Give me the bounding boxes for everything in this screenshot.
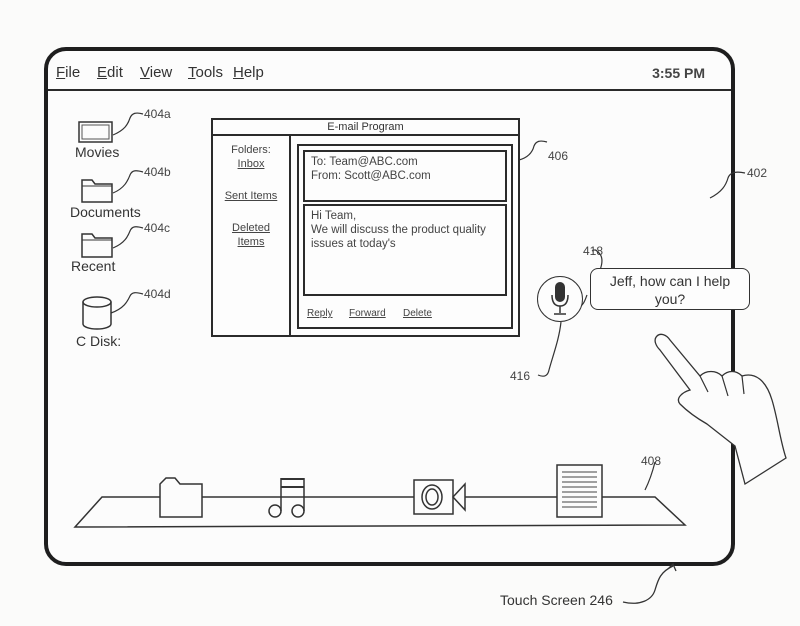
video-camera-icon[interactable]: [413, 479, 466, 515]
menu-label: ile: [65, 64, 81, 81]
body-line: Hi Team,: [311, 210, 357, 222]
menu-file[interactable]: File: [56, 64, 80, 81]
figure-caption: Touch Screen 246: [500, 592, 613, 608]
email-window: E-mail Program Folders: Inbox Sent Items…: [211, 118, 520, 337]
reference-leaders: [110, 112, 746, 491]
menu-view[interactable]: View: [140, 64, 172, 81]
document-icon[interactable]: [556, 464, 603, 518]
menu-tools[interactable]: Tools: [188, 64, 223, 81]
reference-numeral: 404d: [144, 287, 171, 301]
desktop-icon-label[interactable]: C Disk:: [76, 333, 122, 349]
voice-assistant-button[interactable]: [537, 276, 583, 322]
forward-button[interactable]: Forward: [349, 308, 386, 319]
email-body[interactable]: Hi Team, We will discuss the product qua…: [303, 204, 507, 296]
reply-button[interactable]: Reply: [307, 308, 333, 319]
arrow-head-icon: [668, 562, 677, 572]
music-icon[interactable]: [268, 478, 305, 518]
delete-button[interactable]: Delete: [403, 308, 432, 319]
folder-icon[interactable]: [81, 179, 113, 203]
menu-mnemonic: H: [233, 64, 244, 81]
menu-bar: File Edit View Tools Help 3:55 PM: [48, 51, 731, 91]
bubble-text: you?: [654, 291, 686, 307]
menu-mnemonic: F: [56, 64, 66, 81]
desktop-icon-label[interactable]: Documents: [70, 204, 141, 220]
folder-icon[interactable]: [81, 233, 113, 258]
body-line: issues at today's: [311, 238, 396, 250]
disk-icon[interactable]: [82, 296, 112, 330]
menu-mnemonic: E: [97, 64, 108, 81]
folder-deleted-items[interactable]: Deleted: [232, 222, 270, 234]
email-header: To: Team@ABC.com From: Scott@ABC.com: [303, 150, 507, 202]
folder-inbox[interactable]: Inbox: [237, 158, 265, 170]
clock: 3:55 PM: [652, 65, 705, 81]
folder-sent-items[interactable]: Sent Items: [224, 190, 278, 202]
reference-numeral: 416: [510, 369, 531, 383]
menu-label: elp: [243, 64, 264, 81]
folder-icon[interactable]: [159, 477, 203, 518]
desktop-icon-label[interactable]: Movies: [75, 144, 120, 160]
reference-numeral: 404b: [144, 165, 171, 179]
desktop-icon-label[interactable]: Recent: [71, 258, 116, 274]
assistant-speech-bubble: Jeff, how can I help you?: [590, 268, 750, 310]
folders-label: Folders:: [231, 144, 271, 156]
reference-numeral: 406: [548, 149, 569, 163]
menu-mnemonic: V: [140, 64, 150, 81]
reference-numeral: 402: [747, 166, 768, 180]
menu-label: iew: [149, 64, 173, 81]
email-folder-sidebar: Folders: Inbox Sent Items Deleted Items: [213, 136, 291, 335]
menu-edit[interactable]: Edit: [97, 64, 123, 81]
menu-help[interactable]: Help: [233, 64, 264, 81]
reference-numeral: 408: [641, 454, 662, 468]
microphone-icon: [551, 282, 569, 315]
body-line: We will discuss the product quality: [311, 224, 486, 236]
menu-label: ools: [195, 64, 224, 81]
caption-leader: [622, 565, 674, 604]
reference-numeral: 418: [583, 244, 604, 258]
from-field[interactable]: From: Scott@ABC.com: [311, 170, 431, 182]
email-message-pane: To: Team@ABC.com From: Scott@ABC.com Hi …: [297, 144, 513, 329]
film-icon[interactable]: [78, 121, 113, 143]
menu-mnemonic: T: [188, 64, 196, 81]
folder-deleted-items[interactable]: Items: [237, 236, 265, 248]
to-field[interactable]: To: Team@ABC.com: [311, 156, 418, 168]
bubble-text: Jeff, how can I help: [609, 273, 731, 289]
email-window-title: E-mail Program: [213, 120, 518, 136]
reference-numeral: 404c: [144, 221, 171, 235]
reference-numeral: 404a: [144, 107, 171, 121]
menu-label: dit: [107, 64, 123, 81]
